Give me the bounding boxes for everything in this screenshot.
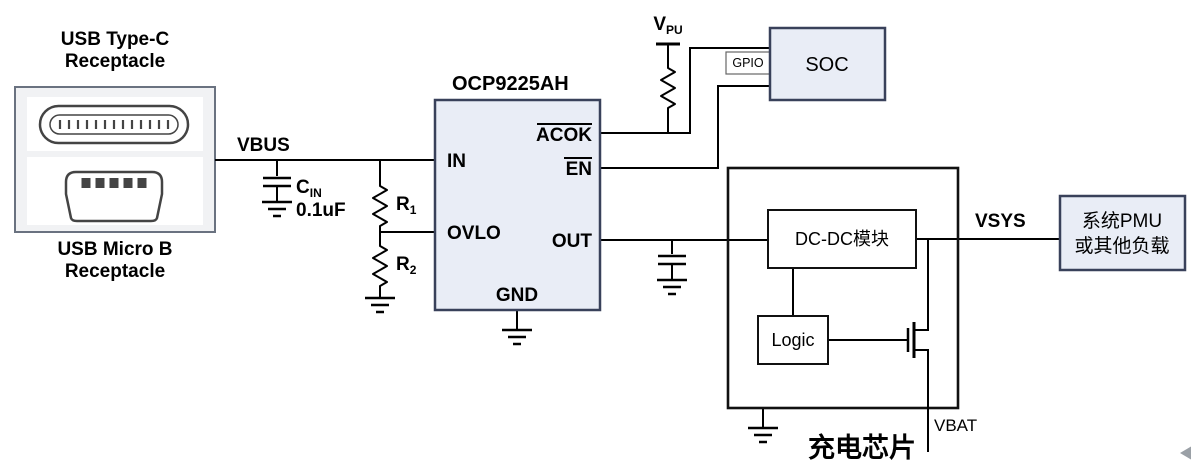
- ground-icon: [746, 426, 780, 444]
- pullup-resistor-icon: [660, 61, 676, 111]
- usb-microb-label-line2: Receptacle: [65, 261, 165, 282]
- pin-acok-label: ACOK: [536, 125, 592, 146]
- r1-label: R1: [396, 194, 417, 217]
- soc-body: [768, 26, 887, 102]
- ic-body: [433, 98, 602, 312]
- wire-acok-to-soc: [600, 47, 770, 134]
- ground-icon: [500, 328, 534, 346]
- vpu-label-main: V: [653, 14, 666, 35]
- r1-label-main: R: [396, 194, 410, 215]
- r1-label-sub: 1: [410, 203, 417, 217]
- charger-frame: [726, 166, 960, 410]
- mosfet-icon: [906, 239, 929, 452]
- wires: [215, 47, 1060, 428]
- pin-ovlo-label: OVLO: [447, 223, 501, 244]
- load-body: [1058, 194, 1187, 272]
- pin-out-label: OUT: [552, 231, 593, 252]
- r1-resistor-icon: [372, 179, 388, 229]
- cin-label-sub: IN: [310, 186, 322, 200]
- r2-label-main: R: [396, 254, 410, 275]
- cin-label-main: C: [296, 177, 310, 198]
- usb-micro-b-icon: [64, 170, 164, 223]
- wire-en-to-soc: [600, 85, 770, 169]
- ic-name-label: OCP9225AH: [452, 73, 569, 95]
- vpu-label-sub: PU: [666, 23, 683, 37]
- soc-label: SOC: [805, 54, 848, 76]
- corner-cursor-icon: [1180, 446, 1191, 460]
- logic-box: [757, 315, 829, 365]
- load-block: 系统PMU 或其他负载: [1058, 194, 1187, 272]
- vpu-label: VPU: [653, 14, 682, 37]
- mosfet-drain-wire: [914, 239, 929, 331]
- ground-icon: [363, 296, 397, 314]
- usb-receptacle-block: USB Type-C Receptacle USB Micro B Recept…: [14, 29, 216, 282]
- load-label-line2: 或其他负载: [1074, 235, 1169, 257]
- pin-in-label: IN: [447, 151, 466, 172]
- vbus-net-label: VBUS: [237, 135, 290, 156]
- r2-label-sub: 2: [410, 263, 417, 277]
- output-capacitor-icon: [655, 240, 689, 296]
- cin-value-label: 0.1uF: [296, 200, 346, 221]
- ground-icon: [655, 278, 689, 296]
- load-label-line1: 系统PMU: [1082, 210, 1162, 232]
- cin-capacitor-icon: [260, 160, 294, 218]
- ground-icon: [260, 200, 294, 218]
- usb-microb-label-line1: USB Micro B: [57, 239, 172, 260]
- charger-chip-label: 充电芯片: [808, 432, 916, 463]
- resistor-divider: [363, 160, 397, 314]
- mosfet-source-vbat-wire: [914, 349, 929, 452]
- logic-label: Logic: [771, 330, 814, 350]
- usb-type-c-icon: [38, 104, 190, 145]
- dcdc-module-label: DC-DC模块: [795, 229, 889, 249]
- cin-label: CIN: [296, 177, 322, 200]
- charger-block: DC-DC模块 Logic 充电芯片 VBAT: [726, 166, 977, 463]
- soc-block: SOC: [768, 26, 887, 102]
- vsys-net-label: VSYS: [975, 211, 1026, 232]
- usb-typec-label-line1: USB Type-C: [61, 29, 170, 50]
- r2-resistor-icon: [372, 239, 388, 289]
- gpio-label: GPIO: [732, 56, 764, 70]
- ocp9225ah-ic: OCP9225AH IN OVLO ACOK EN OUT GND: [433, 73, 602, 346]
- vbat-net-label: VBAT: [934, 416, 977, 435]
- dcdc-module-box: [767, 209, 917, 269]
- usb-typec-label-line2: Receptacle: [65, 51, 165, 72]
- vpu-pullup: [656, 42, 680, 133]
- pin-en-label: EN: [566, 159, 592, 180]
- pin-gnd-label: GND: [496, 285, 538, 306]
- r2-label: R2: [396, 254, 417, 277]
